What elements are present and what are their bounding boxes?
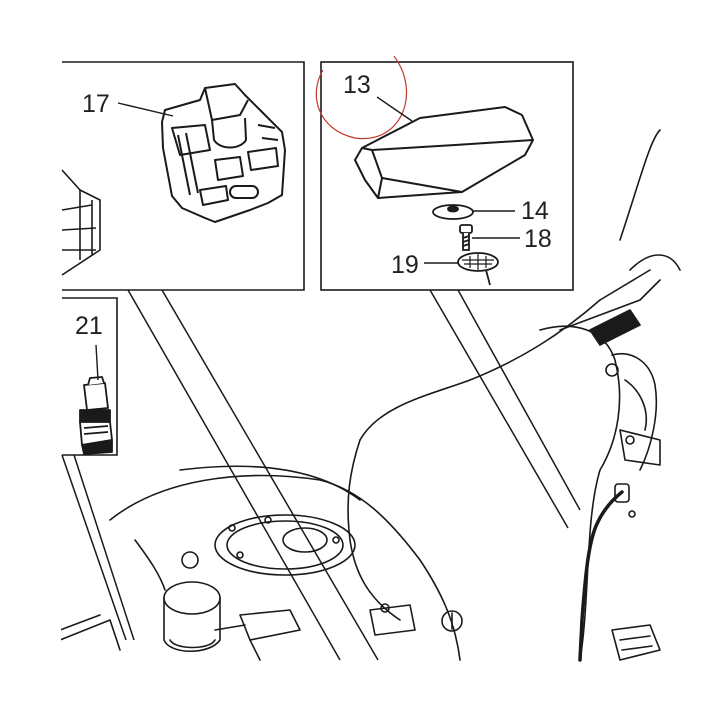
- callout-13-label: 13: [343, 71, 371, 99]
- callout-18-label: 18: [524, 225, 552, 253]
- panel-17: 17: [61, 61, 305, 291]
- callout-17-label: 17: [82, 90, 110, 118]
- callout-21-label: 21: [75, 312, 103, 340]
- part-14-washer: [432, 204, 474, 220]
- part-21-relay: [79, 376, 113, 455]
- motorcycle-background: [59, 129, 681, 662]
- panel-21: 21: [62, 297, 118, 456]
- part-19-grommet: [457, 252, 499, 286]
- part-18-screw: [459, 224, 473, 251]
- location-pointer-lines: [61, 289, 581, 661]
- panel-13: 13 14 18 19: [315, 55, 574, 291]
- callout-14-label: 14: [521, 197, 549, 225]
- highlight-circle-mark: [315, 55, 408, 140]
- partial-connector-drawing: [61, 169, 101, 276]
- part-13-cover: [354, 106, 534, 199]
- part-17-relay-holder: [161, 83, 286, 223]
- callout-19-label: 19: [391, 251, 419, 279]
- leader-lines-panel-13: [376, 96, 520, 264]
